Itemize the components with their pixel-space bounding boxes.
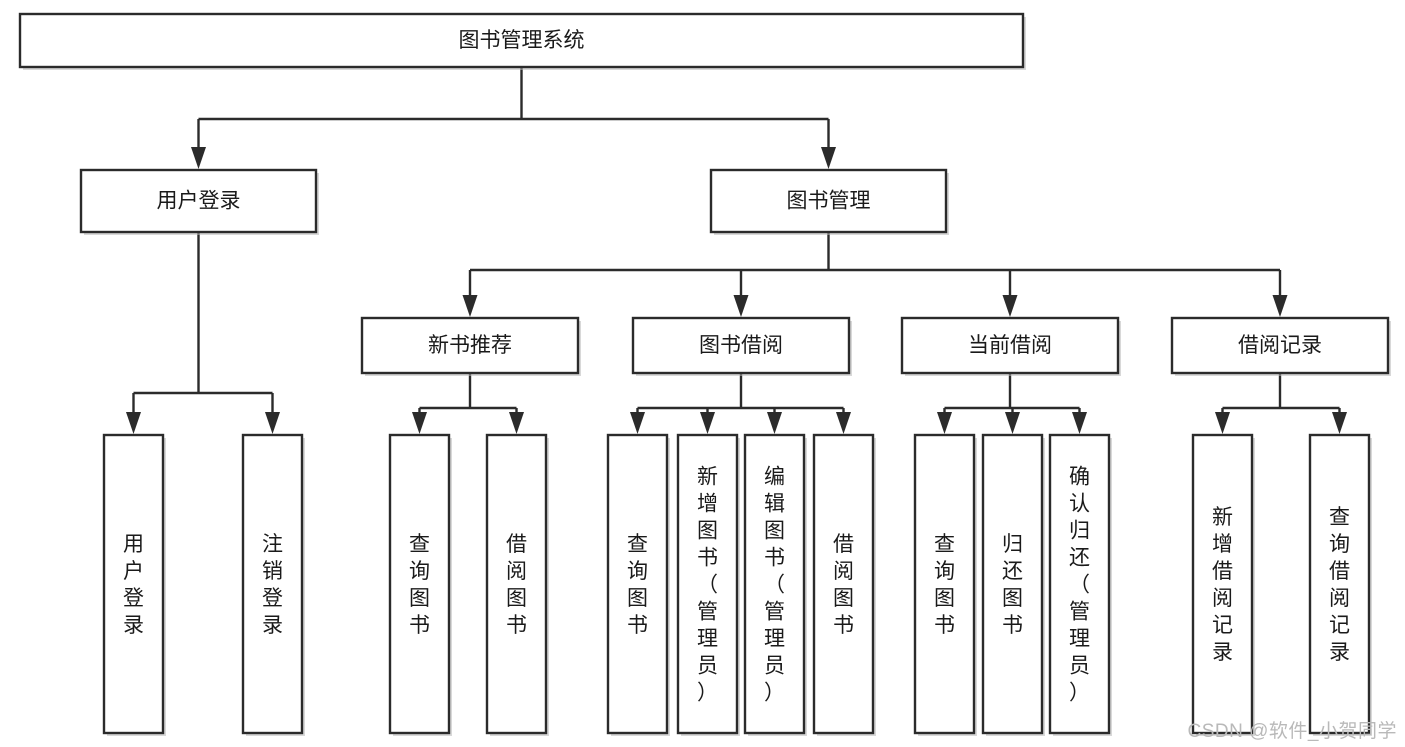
arrow-head-icon: [1005, 412, 1020, 434]
node-label: 注销登录: [262, 533, 283, 637]
arrow-head-icon: [412, 412, 427, 434]
node-box[interactable]: [1048, 433, 1111, 735]
node-box[interactable]: [485, 433, 548, 735]
node-box[interactable]: [18, 12, 1025, 69]
node-label: 借阅图书: [506, 533, 527, 637]
arrow-head-icon: [836, 412, 851, 434]
node-box[interactable]: [676, 433, 739, 735]
edge-group-borrow-record: [1215, 373, 1347, 434]
node-leaf-add-book-admin[interactable]: 新增图书（管理员）: [676, 433, 740, 736]
node-root[interactable]: 图书管理系统: [18, 12, 1026, 70]
arrow-head-icon: [821, 147, 836, 169]
node-label: 编辑图书（管理员）: [764, 466, 785, 705]
node-current-borrow[interactable]: 当前借阅: [900, 316, 1121, 376]
arrow-head-icon: [462, 295, 478, 317]
edge-group-current-borrow: [937, 373, 1087, 434]
node-leaf-edit-book-admin[interactable]: 编辑图书（管理员）: [743, 433, 807, 736]
node-leaf-confirm-return-admin[interactable]: 确认归还（管理员）: [1048, 433, 1112, 736]
edge-group-book-manage: [462, 232, 1288, 317]
node-leaf-borrow-book-2[interactable]: 借阅图书: [812, 433, 876, 736]
node-leaf-query-book-2[interactable]: 查询图书: [606, 433, 670, 736]
node-box[interactable]: [606, 433, 669, 735]
node-label: 归还图书: [1002, 533, 1023, 637]
node-leaf-add-borrow-record[interactable]: 新增借阅记录: [1191, 433, 1255, 736]
node-box[interactable]: [79, 168, 318, 234]
node-box[interactable]: [900, 316, 1120, 375]
node-box[interactable]: [102, 433, 165, 735]
node-label: 图书管理: [787, 190, 871, 213]
node-label: 确认归还（管理员）: [1069, 466, 1090, 705]
arrow-head-icon: [126, 412, 141, 434]
node-label: 借阅图书: [833, 533, 854, 637]
arrow-head-icon: [700, 412, 715, 434]
arrow-head-icon: [265, 412, 280, 434]
node-box[interactable]: [812, 433, 875, 735]
node-box[interactable]: [631, 316, 851, 375]
node-label: 借阅记录: [1238, 334, 1322, 357]
node-box[interactable]: [241, 433, 304, 735]
node-label: 用户登录: [123, 533, 144, 637]
node-box[interactable]: [981, 433, 1044, 735]
node-leaf-user-login[interactable]: 用户登录: [102, 433, 166, 736]
arrow-head-icon: [630, 412, 645, 434]
node-leaf-query-book-1[interactable]: 查询图书: [388, 433, 452, 736]
node-box[interactable]: [709, 168, 948, 234]
node-label: 查询图书: [934, 533, 955, 637]
node-label: 查询图书: [409, 533, 430, 637]
node-label: 用户登录: [157, 190, 241, 213]
arrow-head-icon: [191, 147, 206, 169]
arrow-head-icon: [937, 412, 952, 434]
node-label: 查询图书: [627, 533, 648, 637]
arrow-head-icon: [733, 295, 749, 317]
node-label: 新增图书（管理员）: [697, 466, 718, 705]
arrow-head-icon: [1332, 412, 1347, 434]
node-box[interactable]: [388, 433, 451, 735]
node-box[interactable]: [1170, 316, 1390, 375]
nodes-layer: 图书管理系统用户登录图书管理新书推荐图书借阅当前借阅借阅记录用户登录注销登录查询…: [18, 12, 1391, 736]
node-label: 新书推荐: [428, 334, 512, 357]
node-leaf-borrow-book-1[interactable]: 借阅图书: [485, 433, 549, 736]
edge-group-book-borrow: [630, 373, 851, 434]
node-leaf-return-book[interactable]: 归还图书: [981, 433, 1045, 736]
node-label: 新增借阅记录: [1212, 506, 1233, 664]
node-box[interactable]: [1191, 433, 1254, 735]
node-book-borrow[interactable]: 图书借阅: [631, 316, 852, 376]
node-label: 当前借阅: [968, 334, 1052, 357]
arrow-head-icon: [1215, 412, 1230, 434]
arrow-head-icon: [1002, 295, 1018, 317]
arrow-head-icon: [509, 412, 524, 434]
edge-group-root: [191, 67, 836, 169]
node-leaf-query-book-3[interactable]: 查询图书: [913, 433, 977, 736]
edges-layer: [126, 67, 1347, 434]
node-box[interactable]: [360, 316, 580, 375]
arrow-head-icon: [767, 412, 782, 434]
node-borrow-record[interactable]: 借阅记录: [1170, 316, 1391, 376]
node-book-manage[interactable]: 图书管理: [709, 168, 949, 235]
node-label: 图书借阅: [699, 334, 783, 357]
node-box[interactable]: [913, 433, 976, 735]
arrow-head-icon: [1272, 295, 1288, 317]
node-box[interactable]: [1308, 433, 1371, 735]
node-box[interactable]: [743, 433, 806, 735]
node-new-book-recommend[interactable]: 新书推荐: [360, 316, 581, 376]
node-user-login[interactable]: 用户登录: [79, 168, 319, 235]
edge-group-new-book-recommend: [412, 373, 524, 434]
node-label: 查询借阅记录: [1329, 506, 1350, 664]
watermark: CSDN @软件_小贺同学: [1187, 721, 1397, 742]
node-leaf-logout[interactable]: 注销登录: [241, 433, 305, 736]
node-label: 图书管理系统: [459, 29, 585, 52]
node-leaf-query-borrow-record[interactable]: 查询借阅记录: [1308, 433, 1372, 736]
arrow-head-icon: [1072, 412, 1087, 434]
edge-group-user-login: [126, 232, 280, 434]
